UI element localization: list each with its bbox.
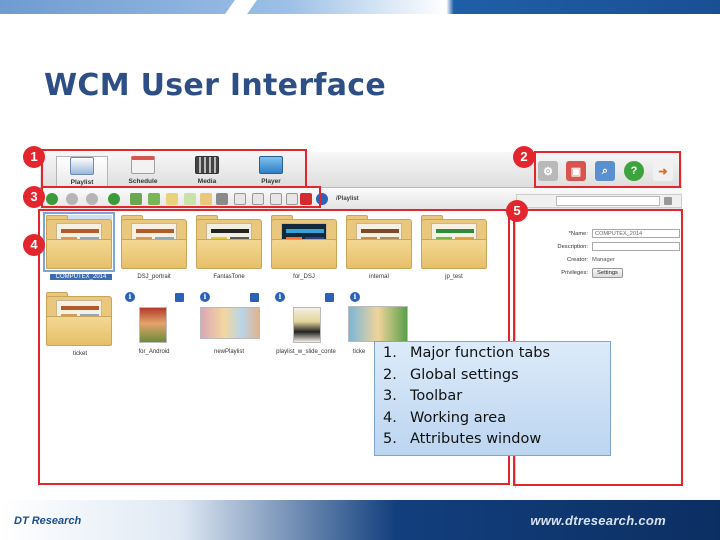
info-icon[interactable]: i — [275, 292, 285, 302]
item-type-icon — [175, 293, 184, 302]
settings-button[interactable]: Settings — [592, 268, 623, 278]
attributes-dropdown-icon[interactable] — [664, 197, 672, 205]
forward-icon[interactable] — [86, 193, 98, 205]
properties-icon[interactable] — [286, 193, 298, 205]
new-item-icon[interactable] — [130, 193, 142, 205]
delete-icon[interactable] — [300, 193, 312, 205]
playlist-thumbnail[interactable] — [293, 307, 321, 343]
playlist-folder[interactable] — [43, 212, 115, 272]
paste-icon[interactable] — [252, 193, 264, 205]
legend-item: 4.Working area — [383, 409, 507, 426]
item-label[interactable]: for_DSJ — [293, 274, 315, 280]
privileges-label: Privileges: — [561, 270, 588, 276]
logout-icon[interactable]: ➜ — [653, 161, 673, 181]
refresh-icon[interactable] — [108, 193, 120, 205]
playlist-folder[interactable] — [46, 292, 112, 346]
item-type-icon — [250, 293, 259, 302]
edit-icon[interactable] — [184, 193, 196, 205]
callout-badge-1: 1 — [23, 146, 45, 168]
folder-icon[interactable] — [200, 193, 212, 205]
banner-slash — [225, 0, 257, 14]
home-icon[interactable] — [46, 193, 58, 205]
calendar-icon — [131, 156, 155, 174]
tab-player[interactable]: Player — [245, 156, 297, 188]
playlist-thumbnail[interactable] — [348, 306, 408, 342]
callout-box-toolbar — [41, 186, 321, 208]
name-label: *Name: — [568, 231, 588, 237]
attributes-search-field[interactable] — [556, 196, 660, 206]
callout-box-global-settings — [534, 151, 681, 188]
slide-title: WCM User Interface — [44, 68, 387, 103]
callout-badge-2: 2 — [513, 146, 535, 168]
description-label: Description: — [557, 244, 588, 250]
add-item-icon[interactable] — [148, 193, 160, 205]
windows-icon[interactable]: ▣ — [566, 161, 586, 181]
footer-bar: DT Research www.dtresearch.com — [0, 500, 720, 540]
playlist-thumbnail[interactable] — [200, 307, 260, 339]
top-banner — [0, 0, 720, 14]
copy-icon[interactable] — [234, 193, 246, 205]
legend-item: 5.Attributes window — [383, 431, 542, 448]
playlist-folder[interactable] — [271, 215, 337, 269]
playlist-folder[interactable] — [196, 215, 262, 269]
new-folder-icon[interactable] — [166, 193, 178, 205]
document-icon[interactable] — [270, 193, 282, 205]
back-icon[interactable] — [66, 193, 78, 205]
creator-label: Creator: — [567, 257, 588, 263]
help-icon[interactable]: ? — [624, 161, 644, 181]
legend-item: 3.Toolbar — [383, 388, 463, 405]
name-field[interactable]: COMPUTEX_2014 — [592, 229, 680, 238]
callout-badge-4: 4 — [23, 234, 45, 256]
item-label[interactable]: newPlaylist — [213, 349, 244, 355]
item-label[interactable]: internal — [369, 274, 389, 280]
tab-media[interactable]: Media — [181, 156, 233, 188]
legend-box: 1.Major function tabs 2.Global settings … — [374, 341, 611, 456]
item-label[interactable]: for_Android — [138, 349, 170, 355]
info-icon[interactable]: i — [350, 292, 360, 302]
item-label[interactable]: playlist_w_slide_conte — [276, 349, 336, 355]
film-icon — [195, 156, 219, 174]
creator-value: Manager — [592, 257, 615, 263]
item-label[interactable]: ticke — [352, 349, 366, 355]
callout-box-function-tabs — [41, 149, 307, 188]
company-logo: DT Research — [14, 515, 82, 527]
company-url: www.dtresearch.com — [530, 513, 666, 528]
legend-item: 1.Major function tabs — [383, 345, 551, 361]
item-label[interactable]: DSJ_portrait — [137, 274, 171, 280]
info-icon[interactable]: i — [125, 292, 135, 302]
item-label[interactable]: jp_test — [445, 274, 463, 280]
tab-playlist[interactable]: Playlist — [56, 156, 108, 188]
playlist-folder[interactable] — [121, 215, 187, 269]
monitor-icon — [259, 156, 283, 174]
tab-label: Playlist — [70, 179, 94, 186]
playlist-folder[interactable] — [421, 215, 487, 269]
tab-label: Schedule — [128, 178, 158, 185]
callout-badge-5: 5 — [506, 200, 528, 222]
search-window-icon[interactable]: ⌕ — [595, 161, 615, 181]
legend-item: 2.Global settings — [383, 366, 519, 383]
cut-icon[interactable] — [216, 193, 228, 205]
tab-label: Player — [261, 178, 281, 185]
tab-label: Media — [197, 178, 217, 185]
item-type-icon — [325, 293, 334, 302]
callout-badge-3: 3 — [23, 186, 45, 208]
description-field[interactable] — [592, 242, 680, 251]
playlist-thumbnail[interactable] — [139, 307, 167, 343]
playlist-folder[interactable] — [346, 215, 412, 269]
item-label[interactable]: COMPUTEX_2014 — [50, 274, 112, 280]
playlist-icon — [70, 157, 94, 175]
item-label[interactable]: FantasTone — [213, 274, 245, 280]
path-breadcrumb: /Playlist — [336, 196, 359, 202]
item-label[interactable]: ticket — [72, 351, 87, 357]
settings-gear-icon[interactable]: ⚙ — [538, 161, 558, 181]
info-icon[interactable]: i — [200, 292, 210, 302]
tab-schedule[interactable]: Schedule — [117, 156, 169, 188]
